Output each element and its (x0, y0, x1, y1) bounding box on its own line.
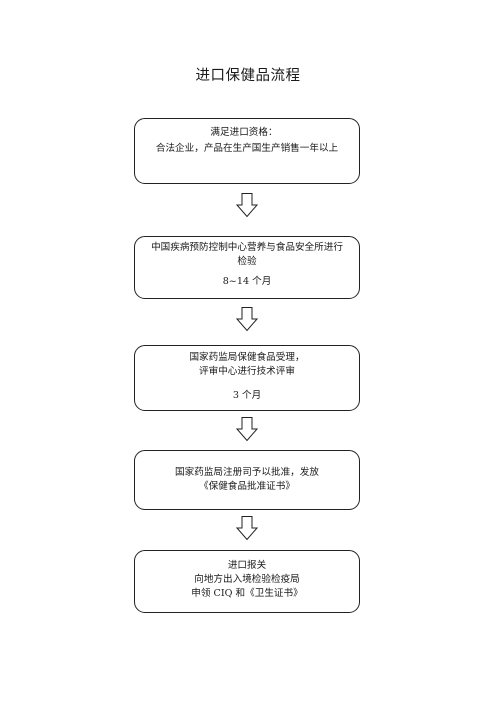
step-line: 《保健食品批准证书》 (199, 481, 295, 492)
step-line: 国家药监局保健食品受理， (189, 352, 305, 363)
step-line: 3 个月 (232, 390, 262, 401)
step-line: 合法企业，产品在生产国生产销售一年以上 (155, 143, 339, 154)
flow-step-review: 国家药监局保健食品受理， 评审中心进行技术评审 3 个月 (134, 345, 360, 411)
step-line: 进口报关 (227, 560, 267, 571)
step-line: 评审中心进行技术评审 (199, 366, 295, 377)
step-line: 国家药监局注册司予以批准，发放 (175, 467, 319, 478)
down-arrow-icon (236, 193, 258, 217)
step-line: 中国疾病预防控制中心营养与食品安全所进行 (151, 242, 343, 253)
flow-step-inspection: 中国疾病预防控制中心营养与食品安全所进行 检验 8~14 个月 (134, 236, 360, 299)
down-arrow-icon (236, 516, 258, 540)
step-line: 申领 CIQ 和《卫生证书》 (191, 588, 303, 599)
flow-step-approval: 国家药监局注册司予以批准，发放 《保健食品批准证书》 (134, 450, 360, 510)
step-spacer (135, 379, 359, 389)
page-title: 进口保健品流程 (195, 68, 301, 84)
down-arrow-icon (236, 417, 258, 441)
down-arrow-icon (236, 307, 258, 331)
step-line: 8~14 个月 (222, 276, 272, 287)
step-line: 检验 (237, 256, 257, 267)
flow-step-qualification: 满足进口资格： 合法企业，产品在生产国生产销售一年以上 (134, 118, 360, 184)
flow-step-customs: 进口报关 向地方出入境检验检疫局 申领 CIQ 和《卫生证书》 (134, 550, 360, 613)
step-line: 向地方出入境检验检疫局 (194, 574, 300, 585)
step-line: 满足进口资格： (210, 127, 278, 138)
